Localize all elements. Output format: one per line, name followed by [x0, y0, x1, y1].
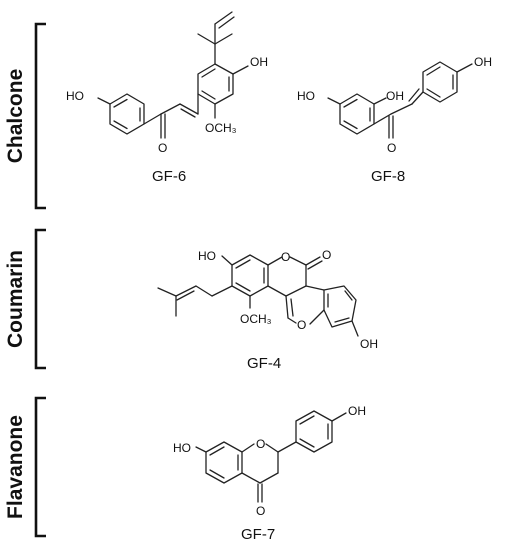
gf6-atom-oh: OH — [250, 55, 268, 69]
bracket-chalcone — [34, 22, 46, 210]
gf4-atom-o-ring: O — [281, 250, 290, 264]
compound-gf4: HO O O OCH₃ O OH GF-4 — [157, 248, 378, 372]
gf6-label: GF-6 — [152, 168, 186, 185]
gf4-atom-och3: OCH₃ — [240, 312, 272, 326]
class-label-flavanone: Flavanone — [4, 415, 27, 519]
gf8-atom-ho: HO — [297, 89, 315, 103]
gf8-ring-b — [422, 61, 458, 103]
gf4-atom-o-carbonyl: O — [322, 248, 331, 262]
class-label-chalcone: Chalcone — [4, 69, 27, 164]
gf4-label: GF-4 — [247, 355, 281, 372]
gf8-label: GF-8 — [371, 168, 405, 185]
class-label-coumarin: Coumarin — [4, 250, 27, 348]
compound-gf7: HO O OH O GF-7 — [173, 404, 366, 543]
gf7-ring-a — [205, 441, 243, 484]
gf7-atom-ho: HO — [173, 441, 191, 455]
gf8-atom-oh2: OH — [386, 89, 404, 103]
gf4-atom-o-furan: O — [297, 318, 306, 332]
gf6-atom-ho: HO — [66, 89, 84, 103]
gf7-atom-oh: OH — [348, 404, 366, 418]
gf8-atom-o: O — [387, 141, 396, 155]
class-coumarin: Coumarin — [4, 228, 46, 370]
gf7-atom-o-ketone: O — [256, 504, 265, 518]
bracket-flavanone — [34, 396, 46, 538]
gf7-atom-o-ring: O — [256, 437, 265, 451]
class-chalcone: Chalcone — [4, 22, 46, 210]
bracket-coumarin — [34, 228, 46, 370]
gf4-ring-a — [231, 254, 269, 297]
gf8-atom-oh4: OH — [474, 55, 492, 69]
compound-gf6: HO O OH OCH₃ GF-6 — [66, 11, 268, 185]
gf6-atom-o: O — [158, 141, 167, 155]
gf4-atom-ho: HO — [198, 249, 216, 263]
gf4-atom-oh: OH — [360, 337, 378, 351]
gf6-atom-och3: OCH₃ — [205, 121, 237, 135]
gf6-ring-b — [197, 63, 234, 105]
gf7-label: GF-7 — [241, 526, 275, 543]
class-flavanone: Flavanone — [4, 396, 46, 538]
compound-gf8: HO OH OH O GF-8 — [297, 55, 492, 185]
gf7-ring-b — [295, 410, 333, 453]
